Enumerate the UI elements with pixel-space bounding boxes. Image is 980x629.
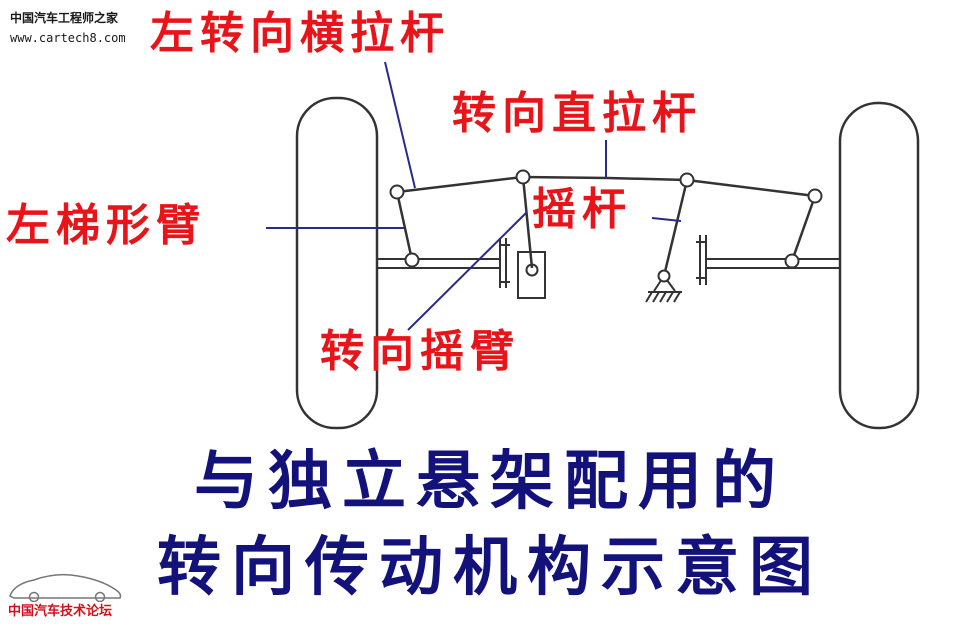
right-pivot-mark bbox=[696, 235, 707, 285]
title-line-2: 转向传动机构示意图 bbox=[157, 531, 823, 605]
right-steering-arm bbox=[790, 195, 817, 262]
label-left-tie-rod: 左转向横拉杆 bbox=[150, 8, 450, 59]
joints bbox=[389, 169, 823, 283]
tie-rod-chain bbox=[396, 175, 816, 198]
site-watermark: 中国汽车工程师之家 www.cartech8.com bbox=[10, 8, 126, 48]
label-rocker: 摇杆 bbox=[532, 184, 632, 235]
right-axle bbox=[705, 258, 840, 269]
joint-left-top bbox=[389, 184, 405, 200]
joint-right-top bbox=[807, 188, 823, 204]
left-wheel bbox=[295, 96, 379, 430]
left-steering-arm bbox=[395, 191, 414, 261]
label-pitman-arm: 转向摇臂 bbox=[320, 326, 520, 377]
leader-lines bbox=[266, 61, 682, 331]
joint-rocker-bottom bbox=[657, 269, 671, 283]
watermark-site-name: 中国汽车工程师之家 bbox=[10, 11, 119, 25]
leader-rocker bbox=[651, 217, 682, 222]
rocker-ground-support bbox=[645, 275, 682, 303]
leader-left-tie-rod bbox=[384, 61, 416, 189]
forum-logo-text: 中国汽车技术论坛 bbox=[8, 604, 113, 619]
joint-rocker-top bbox=[679, 172, 695, 188]
joint-left-bottom bbox=[404, 252, 420, 268]
label-drag-link: 转向直拉杆 bbox=[452, 88, 702, 139]
leader-pitman-arm bbox=[407, 211, 528, 331]
joint-right-bottom bbox=[784, 253, 800, 269]
left-axle bbox=[377, 258, 500, 269]
right-wheel bbox=[838, 101, 920, 430]
watermark-url: www.cartech8.com bbox=[10, 31, 126, 45]
left-pivot-mark bbox=[499, 238, 510, 288]
forum-logo: 中国汽车技术论坛 bbox=[4, 568, 134, 626]
title-line-1: 与独立悬架配用的 bbox=[194, 445, 786, 519]
pitman-arm bbox=[521, 176, 534, 269]
rocker-arm bbox=[662, 179, 689, 277]
car-silhouette-icon bbox=[9, 573, 122, 602]
label-left-steering-arm: 左梯形臂 bbox=[6, 200, 206, 251]
joint-pitman-top bbox=[515, 169, 531, 185]
